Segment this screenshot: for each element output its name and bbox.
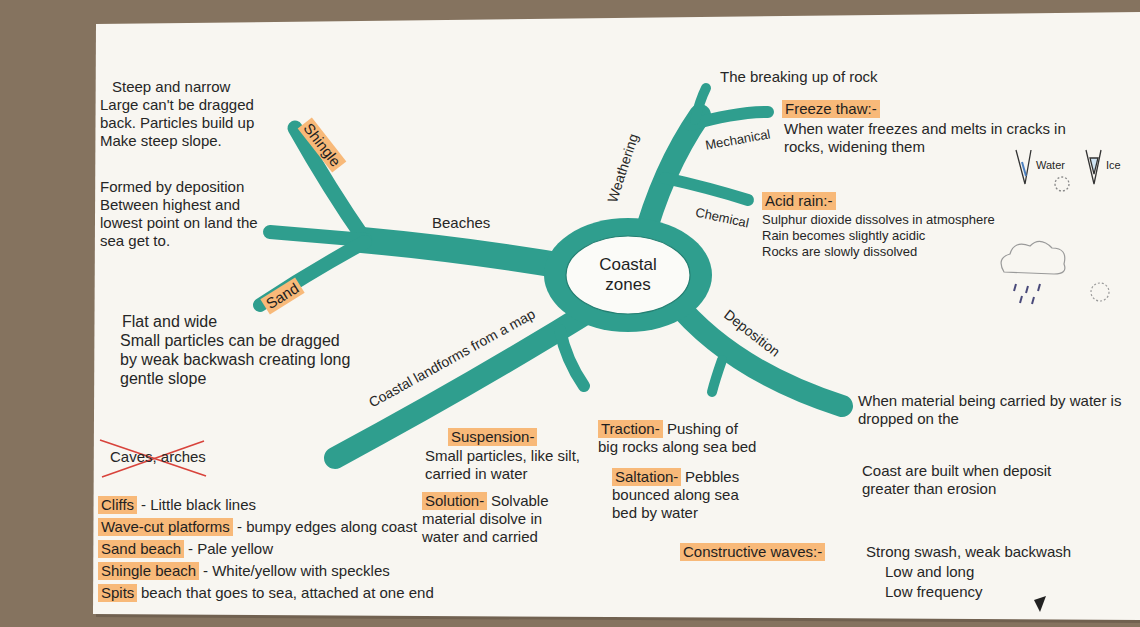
beach-middle-branch: [270, 232, 365, 240]
note-text: - Little black lines: [141, 496, 256, 514]
paper-sheet: [93, 12, 1140, 620]
note-text: Low and long: [885, 563, 974, 581]
node-text: Freeze thaw:-: [785, 100, 877, 118]
central-topic: Coastal zones: [565, 235, 691, 315]
rain-drop: [1026, 286, 1028, 293]
node-text: Cliffs: [101, 496, 134, 514]
deposition-branch: [672, 298, 842, 406]
highlight-box: Saltation-: [612, 468, 681, 486]
rain-drop: [1020, 296, 1022, 303]
note-text: Steep and narrow: [112, 78, 230, 96]
sketch-label: Water: [1036, 158, 1065, 172]
highlight-box: Suspension-: [448, 428, 537, 446]
note-text: Small particles, like silt, carried in w…: [425, 447, 585, 483]
note-text: Strong swash, weak backwash: [866, 543, 1071, 561]
water-in-crack: [1022, 162, 1026, 176]
note-text: beach that goes to sea, attached at one …: [141, 584, 434, 602]
water-crack: [1016, 150, 1031, 184]
note-text: Formed by deposition Between highest and…: [100, 178, 260, 250]
node-text: Sand beach: [101, 540, 181, 558]
rain-drop: [1014, 284, 1016, 291]
note-text: Small particles can be dragged by weak b…: [120, 331, 356, 388]
sketch-label: Ice: [1106, 158, 1121, 172]
rain-drop: [1032, 297, 1034, 304]
highlight-box: Shingle beach: [98, 562, 199, 580]
note-text: When water freezes and melts in cracks i…: [784, 120, 1069, 156]
note-text: Sulphur dioxide dissolves in atmosphere: [762, 212, 995, 228]
note-text: Low frequency: [885, 583, 983, 601]
node-text: Shingle beach: [101, 562, 196, 580]
node-text: Constructive waves:-: [683, 543, 822, 561]
rain-drops: [1014, 284, 1040, 304]
ice-crack: [1086, 150, 1101, 184]
highlight-box: Sand beach: [98, 540, 184, 558]
note-text: Pushing of big rocks along sea bed: [598, 420, 758, 456]
ice-in-crack: [1090, 158, 1098, 174]
note-text: Coast are built when deposit greater tha…: [862, 462, 1092, 498]
cloud: [1001, 241, 1065, 274]
rain-cloud-sketch: [1001, 241, 1109, 304]
node-text: Suspension-: [451, 428, 534, 446]
highlight-box: Constructive waves:-: [680, 543, 825, 561]
sketch-dot: [1091, 283, 1109, 301]
note-text: Pebbles bounced along sea bed by water: [612, 468, 767, 522]
node-text: Wave-cut platforms: [101, 518, 230, 536]
highlight-box: Solution-: [422, 492, 487, 510]
node-text: Solution-: [425, 492, 484, 510]
deposition-stub: [712, 360, 722, 392]
note-text: Solvable material disolve in water and c…: [422, 492, 572, 546]
note-text: Rain becomes slightly acidic: [762, 228, 925, 244]
highlight-box: Acid rain:-: [762, 192, 836, 210]
mind-map-branches: [260, 88, 842, 458]
node-text: Acid rain:-: [765, 192, 833, 210]
landforms-branch: [335, 305, 600, 458]
crack-sketches: [1016, 150, 1101, 191]
note-text: The breaking up of rock: [720, 68, 878, 86]
note-text: - Pale yellow: [188, 540, 273, 558]
chemical-branch: [665, 178, 748, 200]
ink-mark: [1034, 596, 1046, 612]
node-text: Coastal zones: [591, 255, 665, 295]
note-text: - White/yellow with speckles: [203, 562, 390, 580]
branch-label: Beaches: [432, 214, 490, 232]
cross-out-mark: [100, 440, 206, 477]
highlight-box: Traction-: [598, 420, 663, 438]
weathering-stub: [695, 88, 706, 120]
landforms-stub: [560, 330, 584, 386]
highlight-box: Wave-cut platforms: [98, 518, 233, 536]
node-text: Traction-: [601, 420, 660, 438]
rain-drop: [1038, 284, 1040, 291]
highlight-box: Freeze thaw:-: [782, 100, 880, 118]
crossed-out-text: Caves, arches: [110, 448, 206, 466]
ellipse-shape: [566, 236, 690, 314]
node-text: Saltation-: [615, 468, 678, 486]
note-text: Rocks are slowly dissolved: [762, 244, 917, 260]
highlight-box: Cliffs: [98, 496, 137, 514]
branch-hub: [544, 218, 712, 332]
cross-line: [100, 440, 206, 476]
node-text: Spits: [101, 584, 134, 602]
note-text: Flat and wide: [122, 312, 217, 331]
note-text: - bumpy edges along coast: [237, 518, 417, 536]
sketch-dot: [1055, 177, 1069, 191]
highlight-box: Spits: [98, 584, 137, 602]
note-text: Large can't be dragged back. Particles b…: [100, 96, 280, 150]
beaches-branch: [362, 240, 575, 268]
note-text: When material being carried by water is …: [858, 392, 1130, 428]
